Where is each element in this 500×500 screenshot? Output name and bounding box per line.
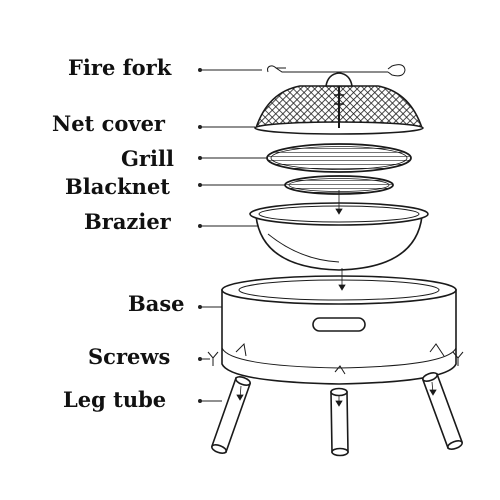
label-base: Base [128,291,185,316]
label-net-cover: Net cover [52,111,166,136]
base-icon [221,275,457,385]
leader-lines [198,68,285,403]
label-blacknet: Blacknet [65,174,170,199]
net-cover-icon [254,72,424,135]
screw-left-icon [207,351,219,366]
label-brazier: Brazier [84,209,172,234]
label-grill: Grill [121,146,174,171]
label-fire-fork: Fire fork [68,55,172,80]
assembly-arrows [236,190,437,407]
screw-right-icon [452,351,464,366]
leg-tube-middle-icon [330,387,349,457]
fire-fork-icon [267,64,406,77]
grill-icon [266,143,412,173]
label-screws: Screws [88,344,170,369]
leg-tube-left-icon [210,376,252,454]
leg-tube-right-icon [421,372,464,450]
label-leg-tube: Leg tube [63,387,166,412]
